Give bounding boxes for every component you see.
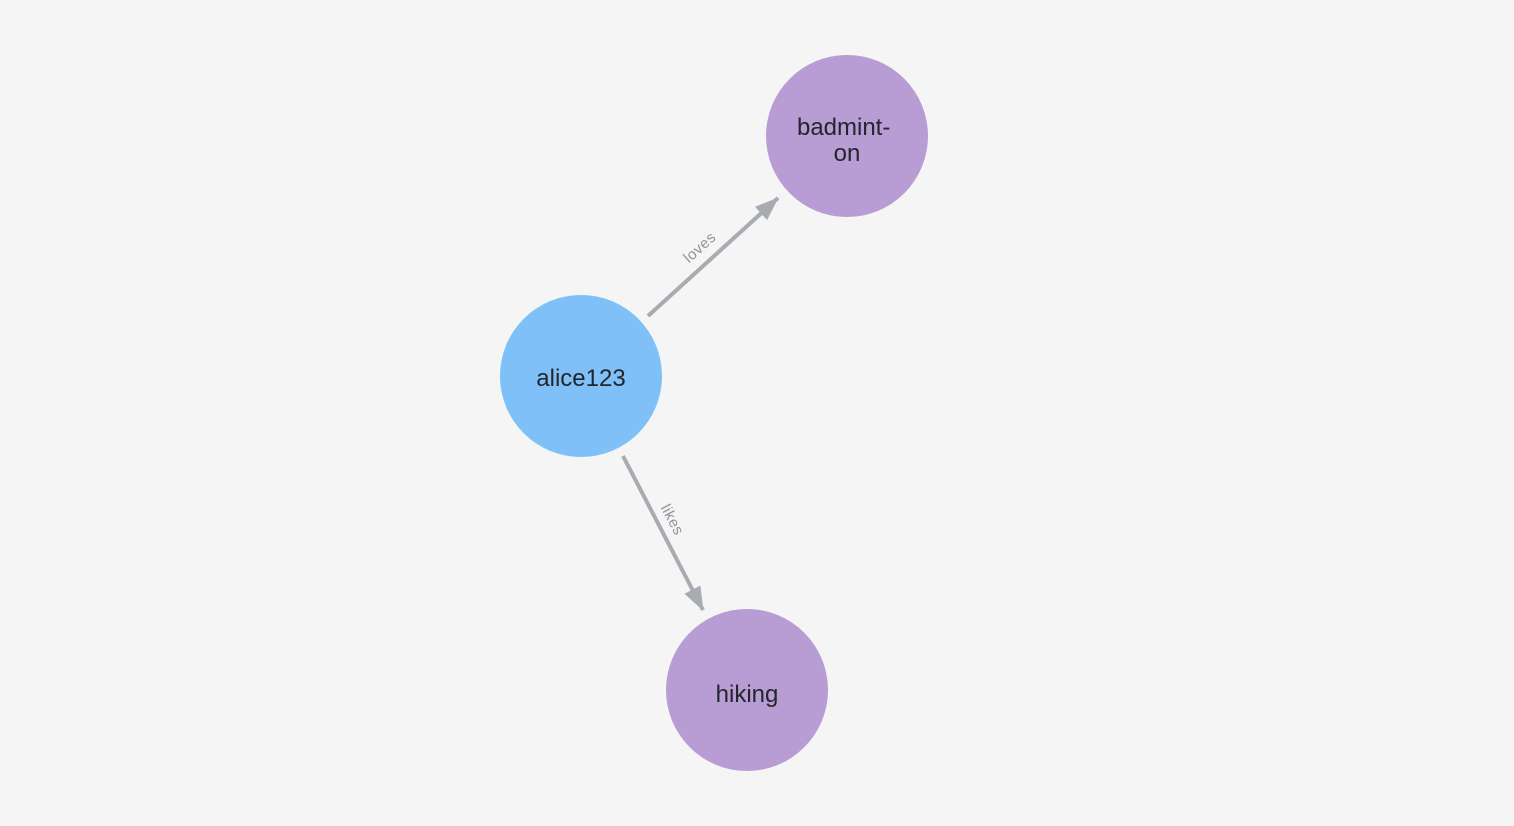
node-badminton[interactable]: badmint- on: [766, 55, 928, 217]
edge-label-loves: loves: [680, 229, 719, 267]
node-circle-alice123[interactable]: [500, 295, 662, 457]
node-circle-badminton[interactable]: [766, 55, 928, 217]
edge-line-loves[interactable]: [646, 196, 780, 318]
edge-likes[interactable]: likes: [621, 455, 705, 611]
node-label-badminton: badmint- on: [797, 114, 897, 167]
node-label-hiking: hiking: [716, 681, 779, 708]
node-label-alice123: alice123: [536, 365, 625, 392]
node-label-line: badmint-: [797, 114, 890, 141]
node-label-line: on: [834, 140, 861, 167]
edge-loves[interactable]: loves: [646, 196, 780, 318]
node-hiking[interactable]: hiking: [666, 609, 828, 771]
node-circle-hiking[interactable]: [666, 609, 828, 771]
node-alice123[interactable]: alice123: [500, 295, 662, 457]
edge-line-likes[interactable]: [621, 455, 705, 611]
